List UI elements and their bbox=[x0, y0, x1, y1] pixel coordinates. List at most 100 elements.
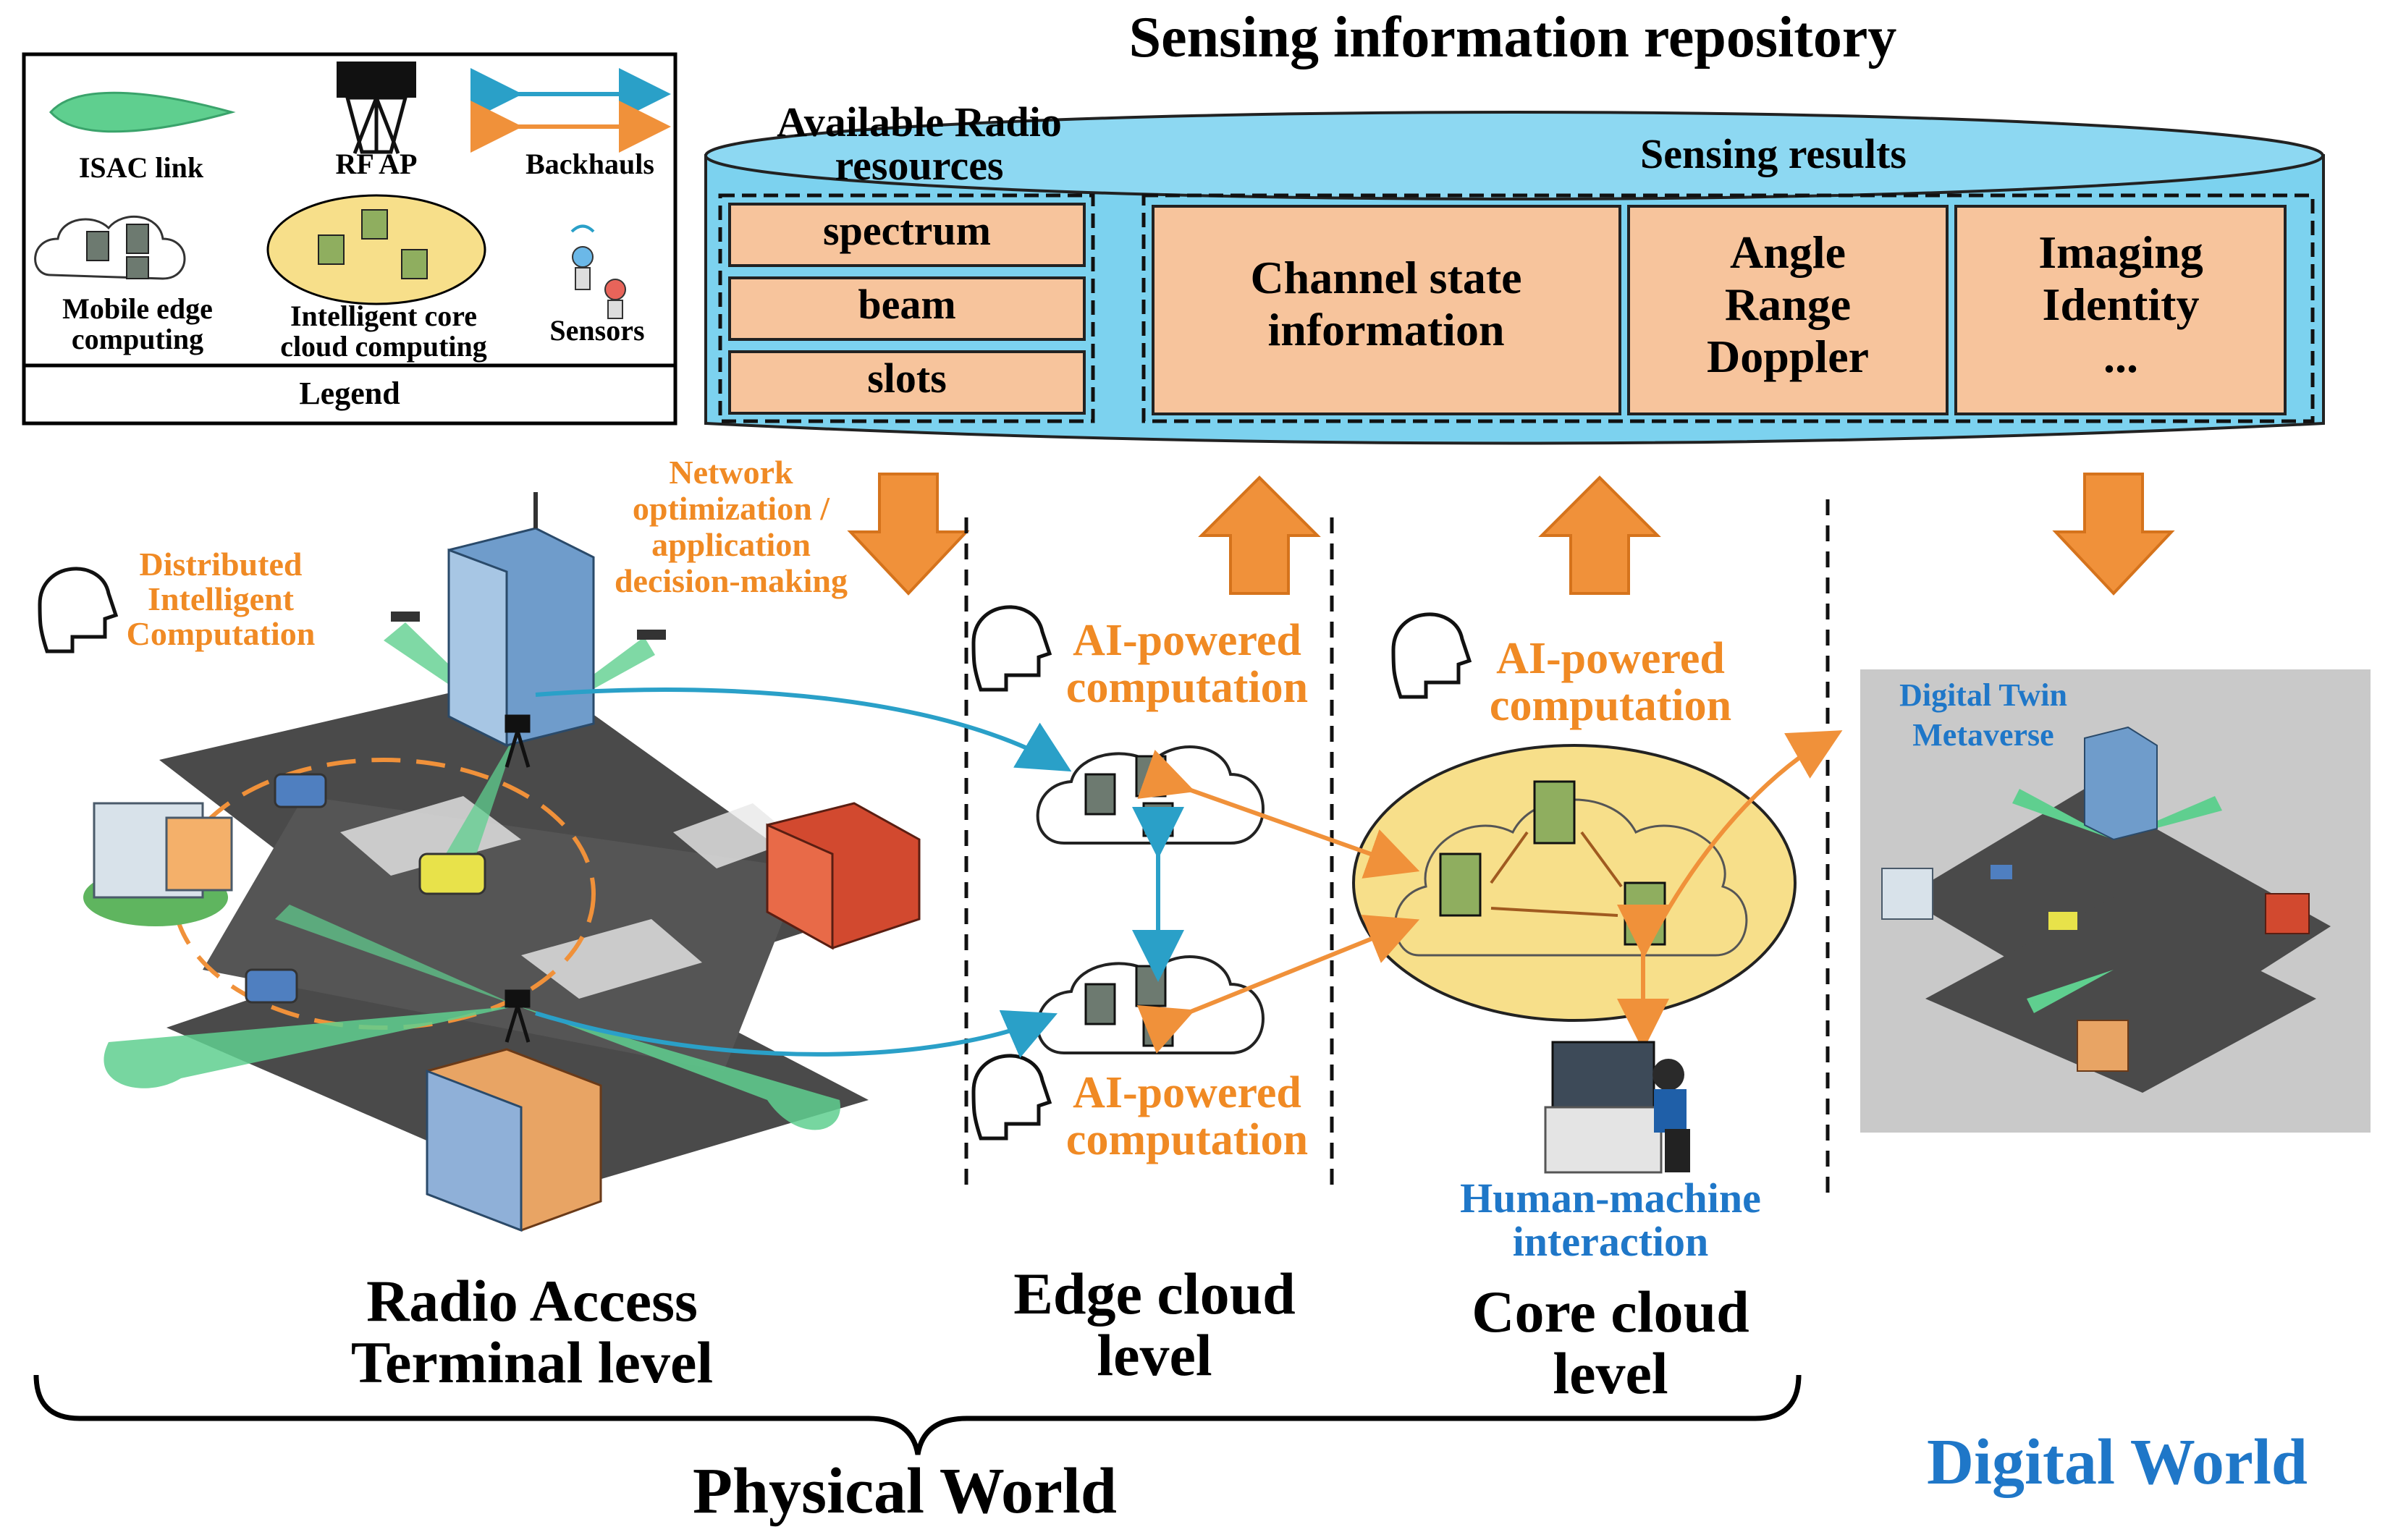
ai-powered-label-edge-bottom: AI-powered computation bbox=[1066, 1068, 1308, 1164]
distributed-label: Distributed Intelligent Computation bbox=[127, 546, 316, 652]
resource-spectrum: spectrum bbox=[823, 207, 991, 254]
mec-cloud-icon bbox=[34, 216, 186, 280]
resource-box-beam bbox=[728, 276, 1086, 341]
legend-backhauls-label: Backhauls bbox=[525, 148, 654, 180]
sensor-icon bbox=[570, 224, 626, 319]
digital-world-label: Digital World bbox=[1927, 1426, 2308, 1498]
svg-text:AI-powered: AI-powered bbox=[1496, 634, 1725, 683]
resource-box-slots bbox=[728, 350, 1086, 415]
result-angle: Angle bbox=[1730, 227, 1846, 278]
ran-level-label-1: Radio Access bbox=[366, 1268, 698, 1334]
svg-text:AI-powered: AI-powered bbox=[1073, 1068, 1301, 1117]
isac-beam-5 bbox=[518, 1006, 840, 1130]
legend-sensors-label: Sensors bbox=[549, 314, 644, 347]
svg-text:Digital Twin: Digital Twin bbox=[1899, 677, 2067, 713]
svg-text:Metaverse: Metaverse bbox=[1912, 717, 2053, 753]
isac-beam-4 bbox=[104, 1006, 518, 1088]
arrow-up-core bbox=[1538, 475, 1661, 595]
result-box-angle bbox=[1627, 205, 1949, 415]
svg-text:computation: computation bbox=[1490, 681, 1731, 730]
result-identity: Identity bbox=[2043, 279, 2200, 330]
digital-twin-label: Digital Twin Metaverse bbox=[1899, 677, 2067, 753]
isac-link-icon bbox=[48, 91, 236, 133]
legend-mec-label-2: computing bbox=[72, 323, 203, 355]
core-cloud-scene bbox=[1352, 744, 1797, 1022]
core-server-icon bbox=[1533, 780, 1576, 845]
svg-text:optimization /: optimization / bbox=[633, 490, 830, 527]
legend: Legend ISAC link RF AP Backhauls Mobile … bbox=[22, 52, 677, 426]
core-level-label-1: Core cloud bbox=[1472, 1279, 1749, 1345]
rf-ap-tower-icon bbox=[505, 714, 531, 1043]
sensing-results-heading: Sensing results bbox=[1640, 130, 1907, 177]
ai-head-icon bbox=[38, 567, 1472, 1141]
drone-icon bbox=[391, 612, 666, 640]
flow-arrows bbox=[847, 473, 2175, 596]
resource-slots: slots bbox=[867, 355, 947, 402]
isac-beam-3 bbox=[442, 731, 518, 872]
svg-text:Human-machine: Human-machine bbox=[1460, 1175, 1761, 1222]
resource-box-spectrum bbox=[728, 203, 1086, 267]
ran-level-label-2: Terminal level bbox=[351, 1329, 713, 1395]
result-box-imaging bbox=[1954, 205, 2287, 415]
vehicle-icon bbox=[418, 852, 486, 895]
edge-cloud-bottom-icon bbox=[1036, 955, 1265, 1054]
svg-text:AI-powered: AI-powered bbox=[1073, 616, 1301, 665]
resource-beam: beam bbox=[858, 281, 955, 328]
legend-isac-label: ISAC link bbox=[79, 151, 204, 184]
core-server-icon bbox=[1624, 881, 1666, 946]
isac-beam-6 bbox=[275, 905, 518, 1006]
legend-rfap-label: RF AP bbox=[336, 148, 418, 180]
result-doppler: Doppler bbox=[1707, 331, 1869, 382]
sensing-repository: Available Radio resources spectrum beam … bbox=[704, 98, 2325, 445]
digital-twin-panel bbox=[1860, 669, 2371, 1133]
svg-text:computation: computation bbox=[1066, 663, 1308, 712]
core-server-icon bbox=[1439, 852, 1482, 917]
arrow-down-digital bbox=[2052, 473, 2175, 596]
legend-mec-label-1: Mobile edge bbox=[62, 292, 213, 325]
apartment-building-icon bbox=[426, 1048, 602, 1232]
arrow-up-edge bbox=[1198, 475, 1321, 595]
result-imaging: Imaging bbox=[2038, 227, 2203, 278]
svg-text:Intelligent: Intelligent bbox=[148, 580, 295, 617]
edge-level-label-2: level bbox=[1097, 1322, 1212, 1388]
tall-building-icon bbox=[447, 492, 595, 748]
svg-text:computation: computation bbox=[1066, 1115, 1308, 1164]
ai-powered-label-core: AI-powered computation bbox=[1490, 634, 1731, 730]
result-range: Range bbox=[1725, 279, 1851, 330]
edge-level-label-1: Edge cloud bbox=[1013, 1261, 1296, 1327]
fire-station-icon bbox=[766, 802, 921, 950]
legend-caption: Legend bbox=[299, 376, 400, 411]
result-ellipsis: ... bbox=[2103, 331, 2138, 382]
legend-core-label-1: Intelligent core bbox=[290, 300, 477, 332]
core-cloud-icon bbox=[266, 194, 486, 305]
rf-ap-icon bbox=[337, 62, 416, 154]
radio-resources-heading-1: Available Radio bbox=[777, 98, 1062, 145]
physical-world-label: Physical World bbox=[693, 1455, 1117, 1527]
operator-workstation-icon bbox=[1544, 1041, 1690, 1174]
svg-text:Distributed: Distributed bbox=[140, 546, 303, 583]
backhaul-links bbox=[535, 688, 1843, 1058]
diagram-title: Sensing information repository bbox=[1129, 6, 1897, 69]
level-labels: Radio Access Terminal level Edge cloud l… bbox=[351, 1261, 1749, 1406]
physical-world-brace bbox=[33, 1374, 1802, 1455]
svg-text:Computation: Computation bbox=[127, 615, 316, 652]
legend-core-label-2: cloud computing bbox=[280, 330, 487, 363]
network-optimization-label: Network optimization / application decis… bbox=[615, 454, 848, 599]
core-level-label-2: level bbox=[1553, 1340, 1668, 1406]
radio-resources-heading-2: resources bbox=[835, 142, 1003, 189]
result-csi-line1: Channel state bbox=[1250, 252, 1521, 303]
vehicle-icon bbox=[245, 968, 298, 1004]
vehicle-icon bbox=[274, 773, 327, 808]
arrow-down-ran bbox=[847, 473, 970, 596]
level-separators bbox=[964, 499, 1830, 1194]
svg-text:application: application bbox=[651, 526, 811, 563]
city-intersection-scene bbox=[83, 492, 921, 1232]
ai-powered-label-edge-top: AI-powered computation bbox=[1066, 616, 1308, 712]
svg-text:Network: Network bbox=[669, 454, 793, 491]
result-box-csi bbox=[1152, 205, 1621, 415]
edge-cloud-top-icon bbox=[1036, 745, 1265, 845]
hmi-label: Human-machine interaction bbox=[1460, 1175, 1761, 1265]
result-csi-line2: information bbox=[1267, 304, 1504, 355]
round-building-icon bbox=[83, 802, 233, 926]
